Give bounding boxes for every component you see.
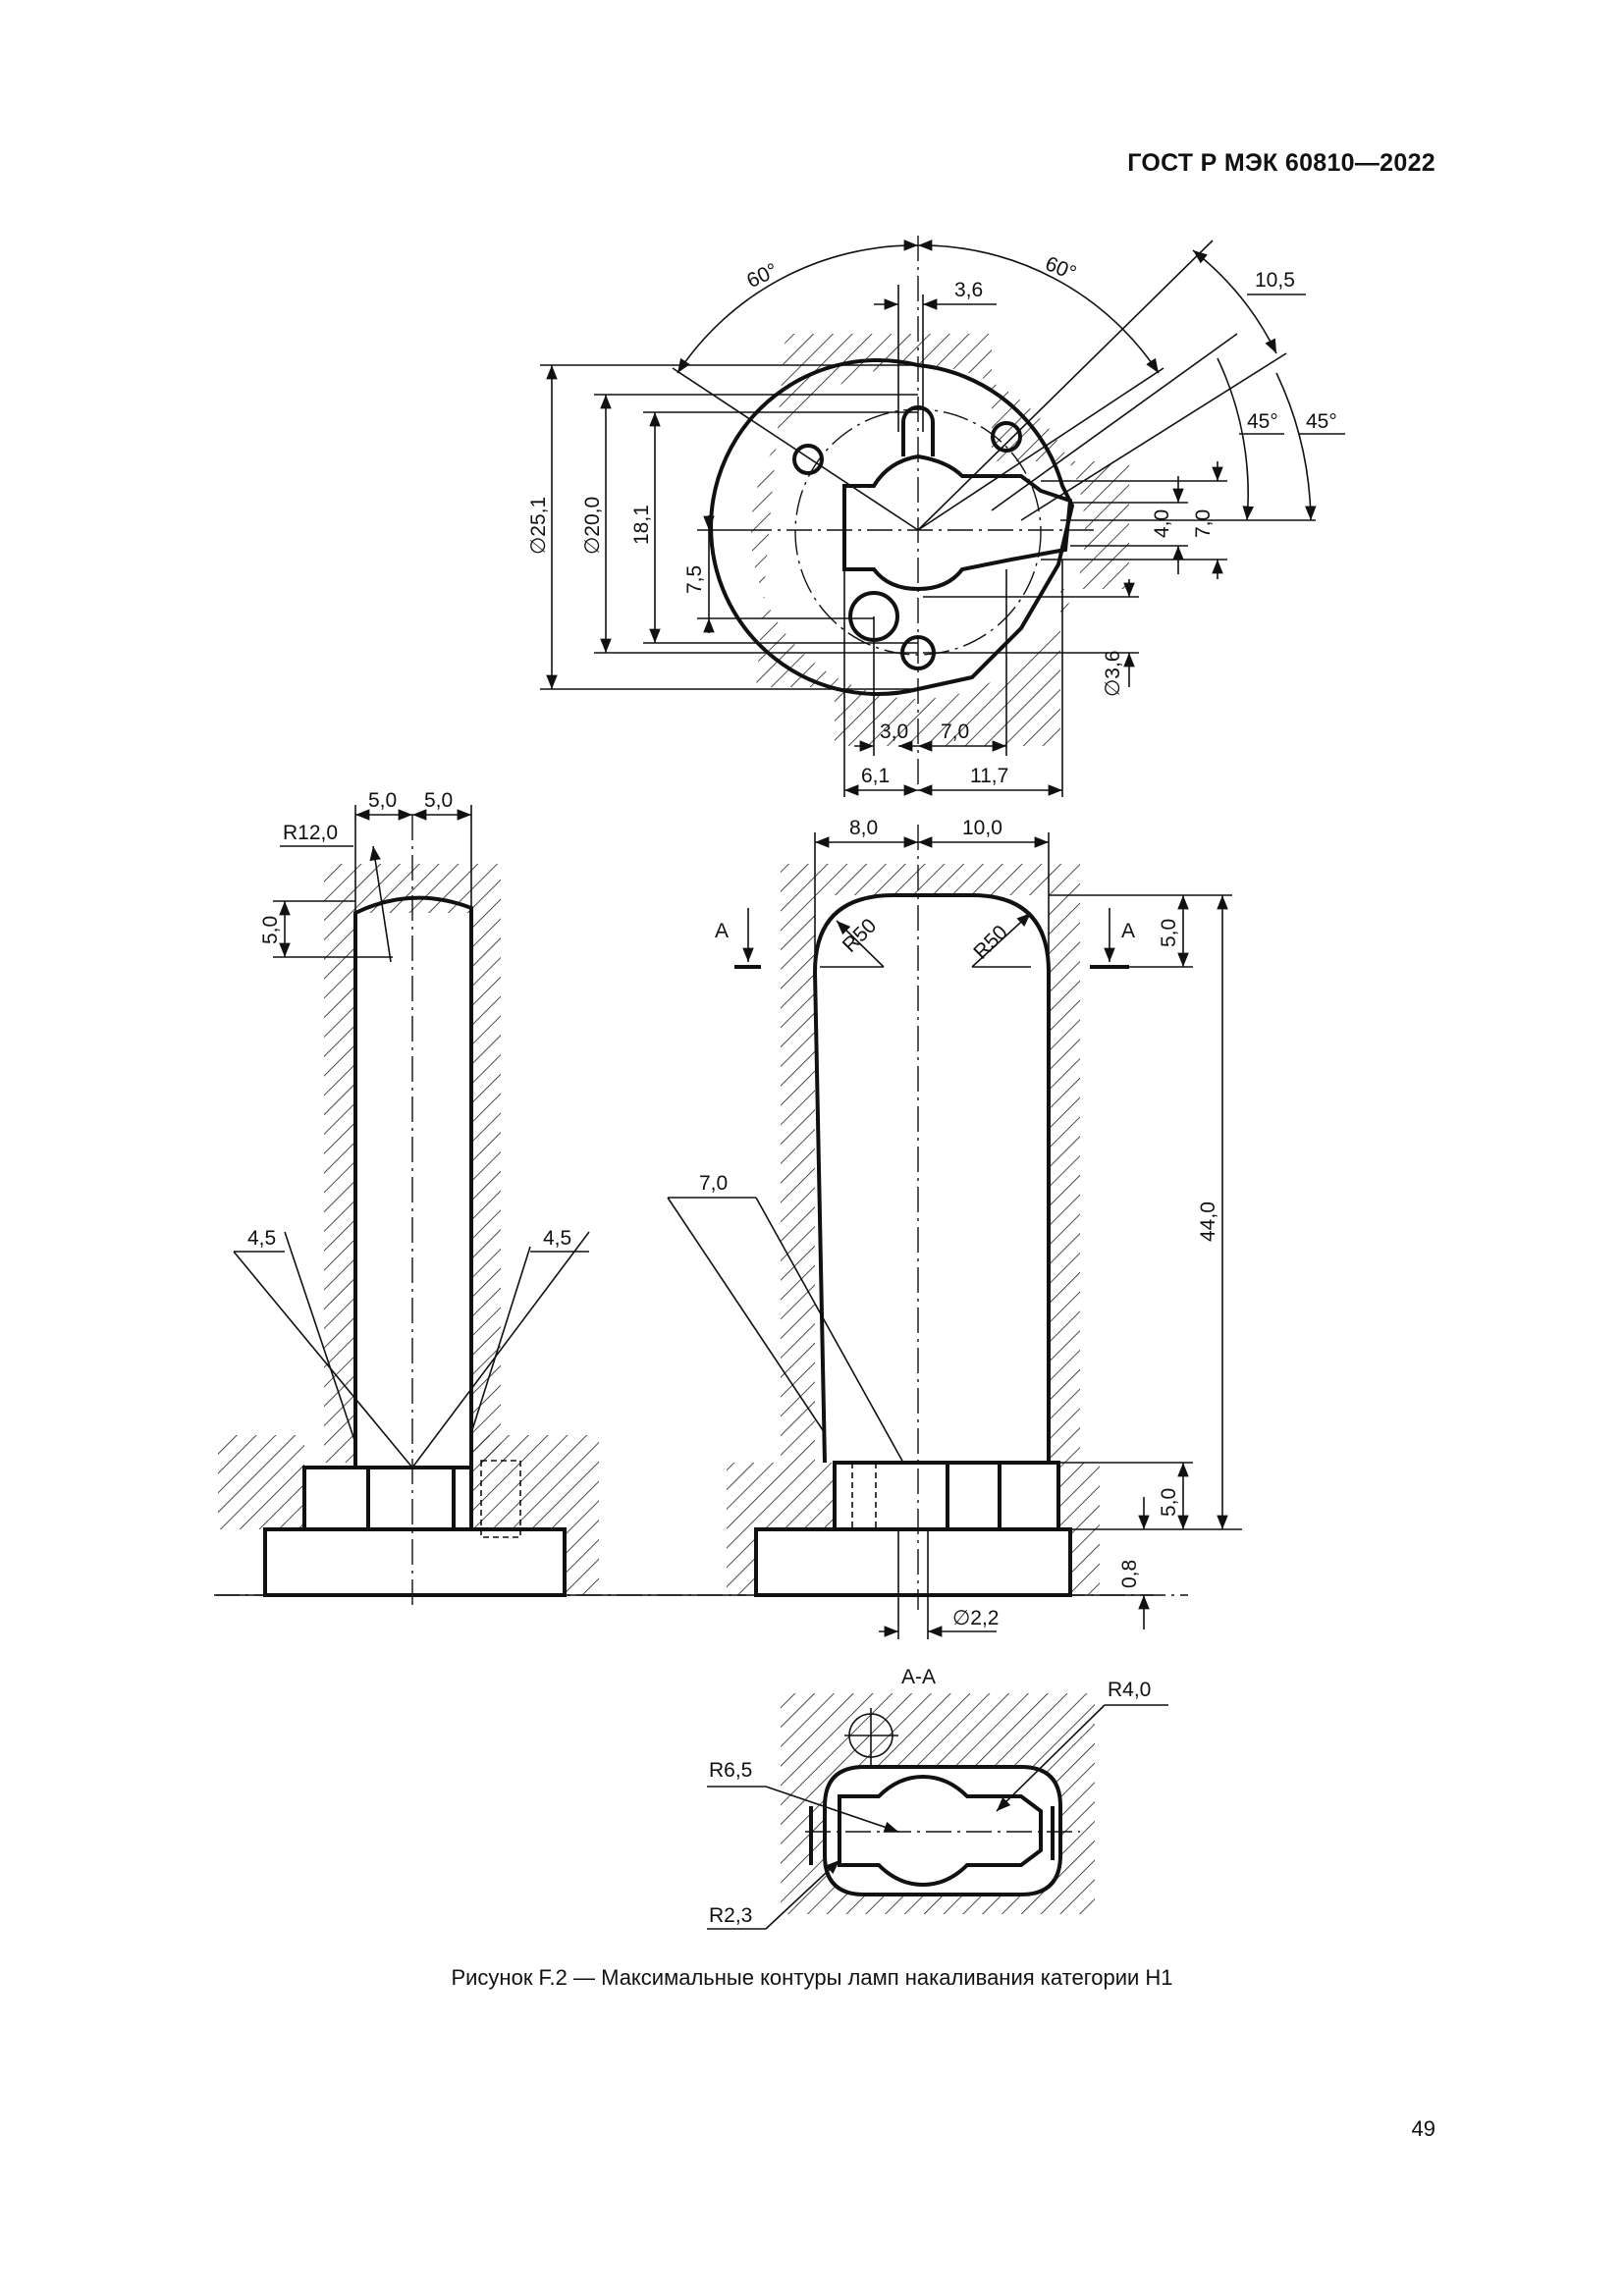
angle-line-7-0-a [667,1197,826,1434]
leader-r50-left [836,920,885,968]
left-view-hatch-base-right [471,1435,599,1595]
dim-r4-0: R4,0 [1108,1679,1151,1701]
angle-line-right-a [411,1231,590,1468]
dim-dia-3-6: ∅3,6 [1102,651,1124,698]
dim-r2-3: R2,3 [709,1904,752,1927]
dim-r50-left: R50 [839,914,882,957]
section-inner [838,1774,1043,1888]
dim-7-0-right: 7,0 [1192,509,1215,538]
top-view-hatch [751,334,1129,746]
dim-5-0-top: 5,0 [1158,919,1180,947]
arc-10-5 [1192,249,1277,354]
angle-line-left-b [284,1231,356,1444]
dim-44-0: 44,0 [1197,1201,1219,1242]
right-lamp-body [812,893,1051,1464]
dim-7-0: 7,0 [699,1172,728,1195]
arc-45-a [1217,357,1254,521]
right-lamp-base [754,1527,1072,1597]
dim-45-b: 45° [1306,410,1337,433]
top-view-outline [709,358,1075,696]
leader-r4 [996,1704,1106,1812]
leader-r2-3 [765,1859,840,1930]
dim-dia-2-2: ∅2,2 [952,1607,1000,1629]
left-dashed-box [480,1460,521,1538]
top-view-hole-right [991,421,1022,453]
left-lamp-base [263,1527,567,1597]
section-title-aa: A-A [901,1666,936,1688]
dim-0-8: 0,8 [1118,1560,1141,1588]
page-number: 49 [1411,2116,1435,2141]
angle-line-right-b [470,1246,531,1434]
top-view: 60° 60° 3,6 10,5 45° 45° 4,0 7,0 [527,236,1345,797]
dim-5-0-b: 5,0 [424,789,453,812]
dim-5-0-a: 5,0 [368,789,397,812]
dim-18-1: 18,1 [630,505,653,545]
dim-10-0: 10,0 [962,817,1002,839]
leader-diagonal-3 [1020,352,1287,521]
dim-10-5: 10,5 [1255,269,1295,292]
leader-r6-5 [765,1786,899,1833]
dim-5-0-vert: 5,0 [259,916,282,944]
side-view-right: 8,0 10,0 A A R50 R50 5,0 44,0 5,0 0,8 [667,817,1242,1639]
leader-r12-line [369,845,392,963]
section-label-a-right: A [1121,920,1135,942]
dim-3-0: 3,0 [880,721,908,743]
dim-r6-5: R6,5 [709,1759,752,1782]
right-view-hatch [781,864,1080,1463]
arc-45-b [1275,372,1317,521]
dim-4-0: 4,0 [1151,509,1173,538]
dim-7-0-bottom: 7,0 [941,721,969,743]
dim-7-5: 7,5 [683,565,706,594]
leader-diagonal-1 [917,240,1214,531]
top-view-hole-left [792,444,824,475]
dim-r12: R12,0 [283,822,338,844]
left-lamp-body [353,895,473,1468]
side-view-left: 5,0 5,0 R12,0 5,0 4,5 4,5 [216,789,746,1610]
dim-dia-25-1: ∅25,1 [527,497,550,555]
dim-3-6-top: 3,6 [954,279,983,301]
angle-line-7-0-b [755,1197,904,1464]
dim-5-0-bottom: 5,0 [1158,1488,1180,1517]
dim-8-0: 8,0 [849,817,878,839]
angle-arc-left [677,240,919,374]
dim-11-7: 11,7 [970,765,1008,787]
page-header-title: ГОСТ Р МЭК 60810—2022 [1127,149,1435,177]
dim-dia-20-0: ∅20,0 [581,497,604,555]
dim-angle-right: 60° [1042,252,1079,285]
left-lamp-flange [302,1466,473,1531]
angle-line-left-a [233,1251,413,1468]
dim-4-5-left: 4,5 [247,1227,276,1250]
section-view-aa: A-A R4,0 R6,5 R2,3 [707,1666,1168,1930]
leader-r50-right [971,912,1032,968]
angle-line-right [917,367,1164,531]
section-hatch [781,1693,1095,1914]
dim-r50-right: R50 [969,921,1012,964]
dim-4-5-right: 4,5 [543,1227,571,1250]
section-label-a-left: A [715,920,729,942]
dim-6-1: 6,1 [861,765,890,787]
section-outline [823,1765,1062,1896]
leader-diagonal-2 [991,333,1238,511]
left-view-hatch-base-left [218,1435,304,1529]
figure-caption: Рисунок F.2 — Максимальные контуры ламп … [451,1965,1173,1990]
top-view-cutout [842,454,1073,592]
dim-angle-left: 60° [743,259,782,293]
dim-45-a: 45° [1247,410,1278,433]
angle-arc-right [917,240,1160,374]
